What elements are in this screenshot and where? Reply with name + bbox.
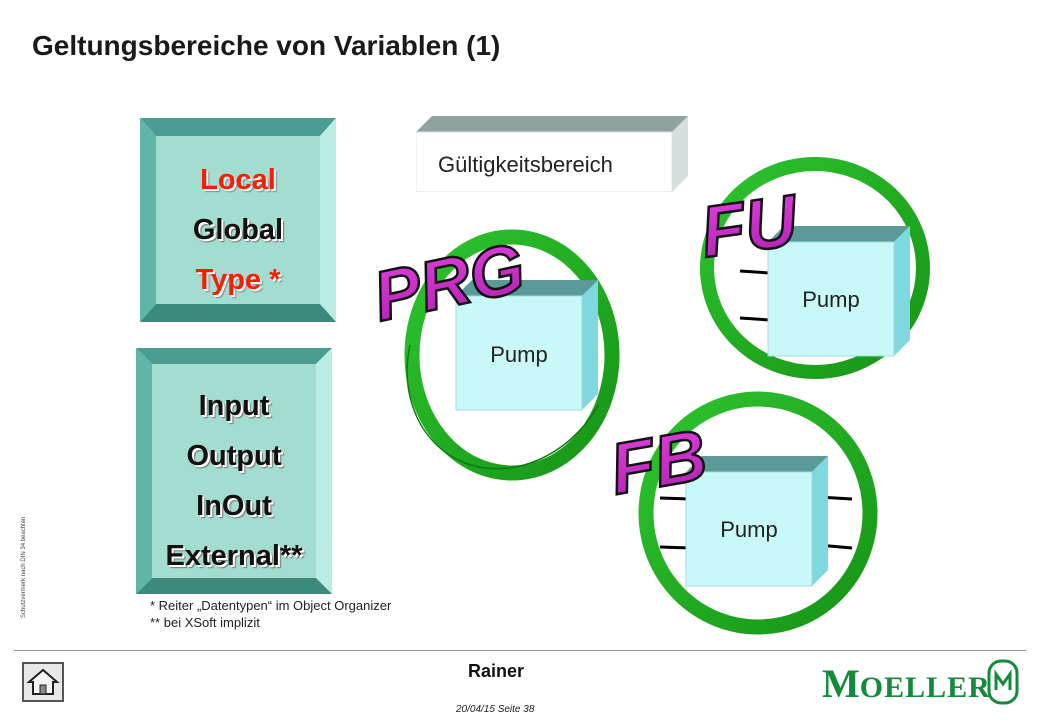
scope-external: External**	[165, 540, 303, 572]
pump-block-fu	[767, 226, 910, 357]
ring-prg	[404, 229, 620, 481]
scope-box-1-shape	[140, 118, 336, 322]
scope-output: Output	[186, 440, 282, 472]
scope-box-parameters: Input Output InOut External**	[136, 348, 332, 596]
page-title: Geltungsbereiche von Variablen (1)	[32, 30, 501, 61]
logo-initial: M	[822, 661, 860, 706]
scope-box-2-shape	[136, 348, 332, 594]
pump-label-fb: Pump	[720, 517, 778, 542]
protection-note: Schutzvermerk nach DIN 34 beachten	[21, 516, 27, 618]
ring-fu	[700, 157, 930, 379]
scope-box-local-global: Local Global Type *	[140, 118, 336, 324]
scope-inout: InOut	[196, 490, 272, 522]
scope-input: Input	[198, 390, 270, 422]
ring-label-fu: FU	[696, 180, 804, 273]
moeller-emblem-icon	[987, 659, 1019, 705]
author-name: Rainer	[468, 661, 525, 681]
date-page: 20/04/15 Seite 38	[456, 704, 535, 715]
scope-type: Type *	[195, 264, 281, 296]
logo-rest: OELLER	[859, 671, 991, 704]
footnote-datatypes: * Reiter „Datentypen“ im Object Organize…	[150, 598, 392, 613]
footnote-xsoft: ** bei XSoft implizit	[150, 615, 260, 630]
scope-local: Local	[200, 164, 276, 196]
scope-global: Global	[192, 214, 284, 246]
moeller-logo: MOELLER	[822, 660, 991, 707]
footer-divider	[14, 650, 1026, 651]
validity-box-shape	[416, 116, 688, 192]
pump-block-prg	[455, 280, 598, 411]
ring-fb	[638, 391, 878, 635]
pump-block-fb	[685, 456, 828, 587]
ring-label-fb: FB	[604, 415, 712, 510]
validity-box: Gültigkeitsbereich	[416, 116, 688, 192]
pump-label-prg: Pump	[490, 342, 548, 367]
validity-label: Gültigkeitsbereich	[438, 152, 613, 177]
fu-connectors	[739, 269, 771, 322]
home-icon	[26, 668, 60, 695]
home-button[interactable]	[22, 662, 64, 702]
pump-label-fu: Pump	[802, 287, 860, 312]
